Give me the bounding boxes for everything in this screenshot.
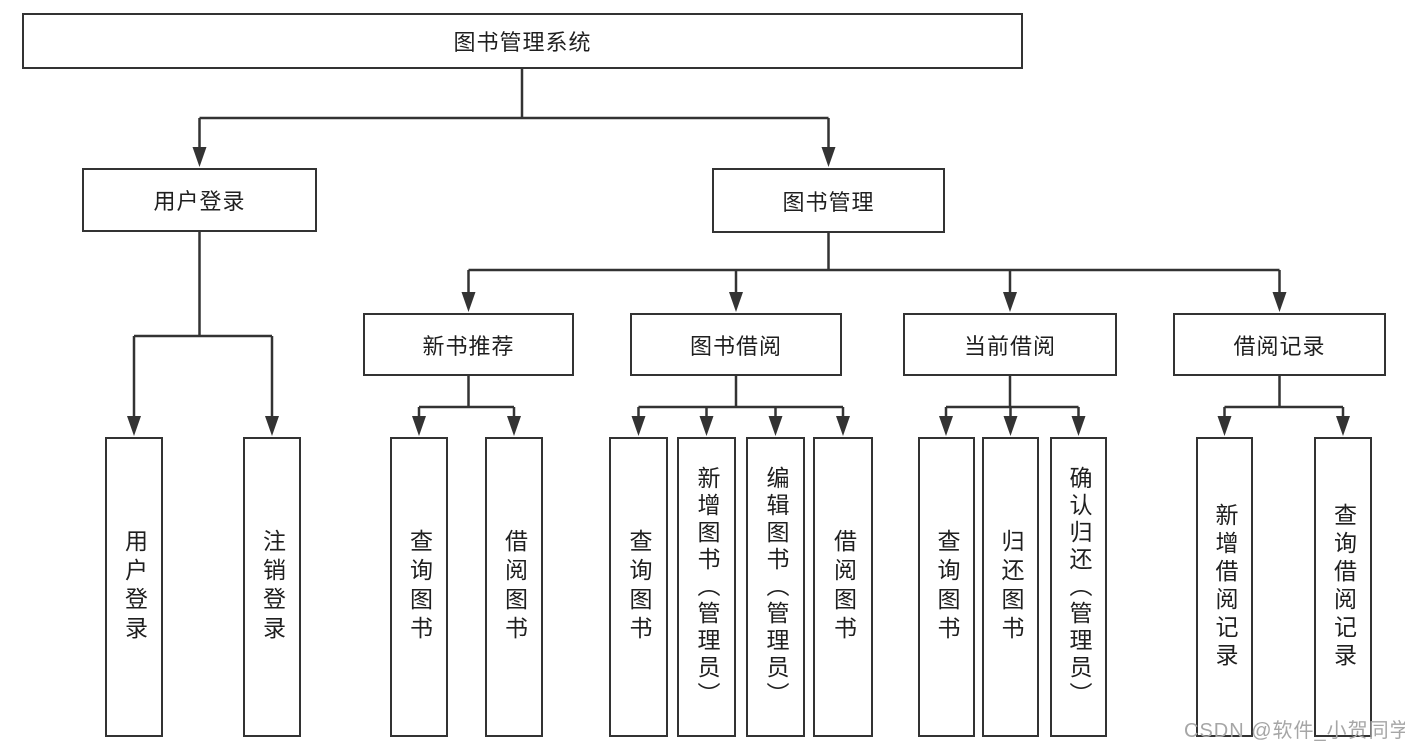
leaf-label: 注销登录 bbox=[259, 529, 286, 645]
leaf-label: 归还图书 bbox=[998, 529, 1024, 645]
connector-current-borrow-children bbox=[944, 376, 1080, 420]
node-borrow-records: 借阅记录 bbox=[1173, 313, 1386, 376]
leaf-add-borrow-record: 新增借阅记录 bbox=[1196, 437, 1253, 737]
leaf-label: 查询图书 bbox=[406, 529, 433, 645]
connector-root-to-level2 bbox=[198, 69, 830, 151]
leaf-user-login: 用户登录 bbox=[105, 437, 163, 737]
node-label: 图书借阅 bbox=[689, 333, 782, 359]
leaf-label: 编辑图书（管理员） bbox=[763, 465, 789, 709]
leaf-label: 查询图书 bbox=[626, 529, 652, 645]
leaf-label: 查询图书 bbox=[934, 529, 960, 645]
node-new-book-recommend: 新书推荐 bbox=[363, 313, 574, 376]
leaf-return-books: 归还图书 bbox=[982, 437, 1039, 737]
connector-user-login-children bbox=[132, 232, 274, 420]
csdn-watermark: CSDN @软件_小贺同学 bbox=[1184, 720, 1405, 742]
leaf-query-books-recommend: 查询图书 bbox=[390, 437, 448, 737]
node-user-login: 用户登录 bbox=[82, 168, 317, 232]
leaf-add-books-admin: 新增图书（管理员） bbox=[677, 437, 736, 737]
leaf-borrow-books: 借阅图书 bbox=[813, 437, 873, 737]
node-label: 图书管理系统 bbox=[453, 30, 592, 55]
leaf-edit-books-admin: 编辑图书（管理员） bbox=[746, 437, 805, 737]
leaf-logout: 注销登录 bbox=[243, 437, 301, 737]
node-book-borrow: 图书借阅 bbox=[630, 313, 842, 376]
node-label: 图书管理 bbox=[782, 189, 875, 215]
leaf-label: 查询借阅记录 bbox=[1330, 503, 1357, 671]
connector-borrow-records-children bbox=[1223, 376, 1345, 420]
leaf-query-borrow-record: 查询借阅记录 bbox=[1314, 437, 1372, 737]
leaf-label: 借阅图书 bbox=[830, 529, 857, 645]
node-label: 借阅记录 bbox=[1233, 333, 1326, 359]
node-library-management-system: 图书管理系统 bbox=[22, 13, 1023, 69]
node-label: 用户登录 bbox=[153, 189, 246, 214]
connector-new-book-recommend-children bbox=[417, 376, 516, 420]
leaf-borrow-books-recommend: 借阅图书 bbox=[485, 437, 543, 737]
node-current-borrow: 当前借阅 bbox=[903, 313, 1117, 376]
node-label: 新书推荐 bbox=[422, 333, 515, 359]
leaf-label: 用户登录 bbox=[121, 529, 148, 645]
leaf-label: 借阅图书 bbox=[501, 529, 528, 645]
leaf-label: 新增借阅记录 bbox=[1212, 503, 1238, 671]
leaf-query-books-borrow: 查询图书 bbox=[609, 437, 668, 737]
node-label: 当前借阅 bbox=[963, 333, 1056, 359]
leaf-query-books-current: 查询图书 bbox=[918, 437, 975, 737]
node-book-management: 图书管理 bbox=[712, 168, 945, 233]
leaf-confirm-return-admin: 确认归还（管理员） bbox=[1050, 437, 1107, 737]
arrowheads bbox=[127, 147, 1350, 436]
connector-book-borrow-children bbox=[637, 376, 845, 420]
leaf-label: 新增图书（管理员） bbox=[694, 465, 720, 709]
connector-book-management-children bbox=[467, 233, 1281, 296]
leaf-label: 确认归还（管理员） bbox=[1066, 465, 1092, 709]
